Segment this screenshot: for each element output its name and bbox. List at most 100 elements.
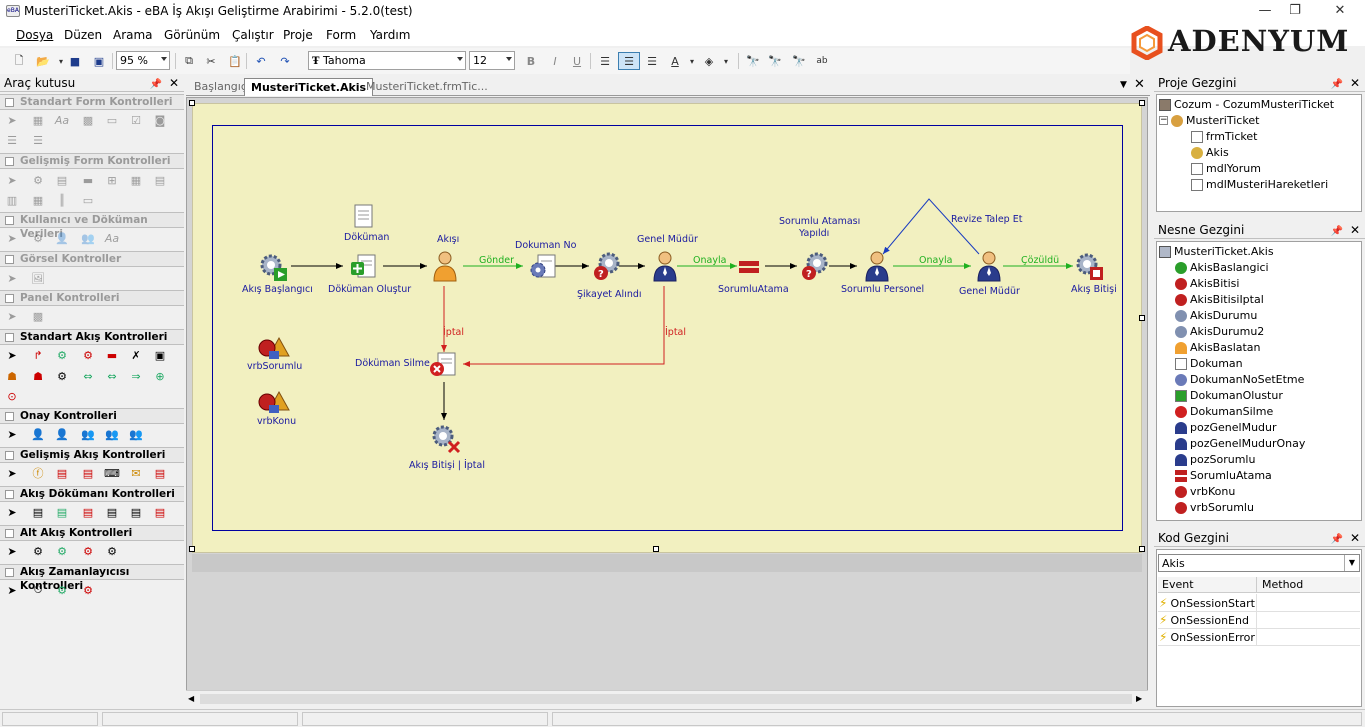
bold-button[interactable]: B bbox=[526, 54, 536, 68]
flow-owner-node[interactable] bbox=[433, 250, 457, 285]
object-item[interactable]: AkisBaslangici bbox=[1175, 261, 1269, 274]
pointer-icon[interactable]: ➤ bbox=[7, 271, 17, 285]
role-icon[interactable]: ☗ bbox=[33, 369, 43, 383]
column-event[interactable]: Event bbox=[1162, 578, 1194, 591]
picture-icon[interactable]: 🖼 bbox=[31, 271, 45, 285]
script-icon[interactable]: ✗ bbox=[131, 348, 141, 362]
label-icon[interactable]: Aa bbox=[104, 231, 120, 245]
document-create-icon[interactable]: ▤ bbox=[56, 505, 68, 519]
pin-icon[interactable]: 📌 bbox=[1330, 79, 1343, 90]
tree-item-form[interactable]: frmTicket bbox=[1191, 130, 1257, 143]
project-tree[interactable]: Cozum - CozumMusteriTicket −MusteriTicke… bbox=[1156, 94, 1362, 212]
pointer-icon[interactable]: ➤ bbox=[7, 544, 17, 558]
save-icon[interactable]: ■ bbox=[69, 54, 81, 68]
loop-icon[interactable]: ⊕ bbox=[155, 369, 165, 383]
group-user-document-data[interactable]: Kullanıcı ve Döküman Verileri bbox=[0, 212, 184, 240]
code-object-select[interactable]: Akis ▼ bbox=[1158, 554, 1360, 572]
group-standard-form[interactable]: Standart Form Kontrolleri bbox=[0, 94, 184, 110]
menu-proje[interactable]: Proje bbox=[283, 28, 313, 42]
replace-icon[interactable]: ab bbox=[816, 56, 828, 66]
general-manager-1-node[interactable] bbox=[653, 250, 677, 285]
panel-icon[interactable]: ▩ bbox=[82, 113, 94, 127]
mail-icon[interactable]: ✉ bbox=[131, 466, 141, 480]
button-icon[interactable]: ◙ bbox=[154, 113, 166, 127]
close-button[interactable]: ✕ bbox=[1334, 3, 1346, 18]
pointer-icon[interactable]: ➤ bbox=[7, 348, 17, 362]
object-item[interactable]: Dokuman bbox=[1175, 357, 1243, 370]
group-approval[interactable]: Onay Kontrolleri bbox=[0, 408, 184, 424]
flow-end-cancel-node[interactable] bbox=[429, 422, 463, 459]
fill-color-icon[interactable]: ◈ bbox=[704, 54, 714, 68]
menu-calistir[interactable]: Çalıştır bbox=[232, 28, 274, 42]
subflow-stop-icon[interactable]: ⚙ bbox=[83, 544, 93, 558]
flow-end-node[interactable] bbox=[1073, 250, 1105, 285]
group-flow-document[interactable]: Akış Dökümanı Kontrolleri bbox=[0, 486, 184, 502]
group-standard-flow[interactable]: Standart Akış Kontrolleri bbox=[0, 329, 184, 345]
object-item[interactable]: SorumluAtama bbox=[1175, 469, 1272, 482]
font-color-dropdown-icon[interactable]: ▾ bbox=[689, 56, 694, 66]
object-item[interactable]: DokumanSilme bbox=[1175, 405, 1273, 418]
font-size-select[interactable]: 12 bbox=[469, 51, 515, 70]
menu-yardim[interactable]: Yardım bbox=[370, 28, 411, 42]
resize-handle-b[interactable] bbox=[653, 546, 659, 552]
tree-item-module-hareketler[interactable]: mdlMusteriHareketleri bbox=[1191, 178, 1328, 191]
restore-button[interactable]: ❐ bbox=[1289, 3, 1301, 18]
tree-item-solution[interactable]: Cozum - CozumMusteriTicket bbox=[1159, 98, 1334, 111]
resize-handle-br[interactable] bbox=[1139, 546, 1145, 552]
pointer-icon[interactable]: ➤ bbox=[7, 231, 17, 245]
group-advanced-form[interactable]: Gelişmiş Form Kontrolleri bbox=[0, 153, 184, 169]
pointer-icon[interactable]: ➤ bbox=[7, 427, 17, 441]
zoom-select[interactable]: 95 % bbox=[116, 51, 170, 70]
keyboard-icon[interactable]: ⌨ bbox=[104, 466, 120, 480]
connector-icon[interactable]: ↱ bbox=[33, 348, 43, 362]
scroll-left-icon[interactable]: ◀ bbox=[188, 694, 195, 703]
flow-design-surface[interactable]: Akış Başlangıcı Döküman Döküman Oluştur … bbox=[192, 103, 1142, 553]
menu-duzen[interactable]: Düzen bbox=[64, 28, 103, 42]
minimize-button[interactable]: — bbox=[1258, 3, 1272, 18]
italic-button[interactable]: I bbox=[553, 54, 557, 68]
complaint-received-node[interactable]: ? bbox=[593, 251, 623, 284]
document-icon[interactable]: ▤ bbox=[154, 466, 166, 480]
group-sub-flow[interactable]: Alt Akış Kontrolleri bbox=[0, 525, 184, 541]
textbox-icon[interactable]: ▭ bbox=[106, 113, 118, 127]
font-color-icon[interactable]: A bbox=[671, 54, 679, 68]
report-icon[interactable]: ▤ bbox=[82, 466, 94, 480]
new-file-icon[interactable]: 🗋 bbox=[14, 53, 24, 67]
redo-icon[interactable]: ↷ bbox=[280, 54, 290, 68]
resize-handle-bl[interactable] bbox=[189, 546, 195, 552]
group-visual[interactable]: Görsel Kontroller bbox=[0, 251, 184, 267]
document-node[interactable] bbox=[353, 204, 375, 233]
parallel-icon[interactable]: ⇔ bbox=[83, 369, 93, 383]
subflow-icon[interactable]: ⚙ bbox=[33, 544, 43, 558]
general-manager-2-node[interactable] bbox=[977, 250, 1001, 285]
merge-icon[interactable]: ⇔ bbox=[107, 369, 117, 383]
open-folder-icon[interactable]: 📂 bbox=[36, 54, 50, 68]
list-icon[interactable]: ☰ bbox=[33, 133, 43, 147]
event-row[interactable]: ⚡OnSessionStart bbox=[1159, 596, 1255, 610]
group-users-icon[interactable]: ☗ bbox=[7, 369, 17, 383]
approver-icon[interactable]: 👤 bbox=[31, 427, 45, 441]
table-icon[interactable]: ▦ bbox=[130, 173, 142, 187]
object-item[interactable]: AkisBitisiIptal bbox=[1175, 293, 1264, 306]
pin-icon[interactable]: 📌 bbox=[1330, 226, 1343, 237]
pointer-icon[interactable]: ➤ bbox=[7, 466, 17, 480]
pointer-icon[interactable]: ➤ bbox=[7, 583, 17, 597]
approver-list-icon[interactable]: 👥 bbox=[105, 427, 119, 441]
users-icon[interactable]: 👥 bbox=[81, 231, 95, 245]
collapse-icon[interactable]: − bbox=[1159, 115, 1168, 125]
align-center-icon[interactable]: ☰ bbox=[618, 52, 640, 70]
grid-icon[interactable]: ▤ bbox=[56, 173, 68, 187]
event-row[interactable]: ⚡OnSessionError bbox=[1159, 630, 1255, 644]
timer-stop-icon[interactable]: ⚙ bbox=[83, 583, 93, 597]
tab-baslangic[interactable]: Başlangıç bbox=[194, 80, 247, 93]
tree-item-root[interactable]: MusteriTicket.Akis bbox=[1159, 245, 1274, 258]
document-create-node[interactable] bbox=[350, 254, 378, 283]
manager-icon[interactable]: 👤 bbox=[55, 427, 69, 441]
image-icon[interactable]: ▦ bbox=[32, 113, 44, 127]
copy-icon[interactable]: ⧉ bbox=[185, 54, 193, 67]
calendar-icon[interactable]: ▦ bbox=[32, 193, 44, 207]
close-tab-icon[interactable]: ✕ bbox=[1134, 77, 1145, 92]
tree-icon[interactable]: ⊞ bbox=[107, 173, 117, 187]
radio-list-icon[interactable]: ☰ bbox=[7, 133, 17, 147]
monitor-icon[interactable]: ▣ bbox=[154, 348, 166, 362]
